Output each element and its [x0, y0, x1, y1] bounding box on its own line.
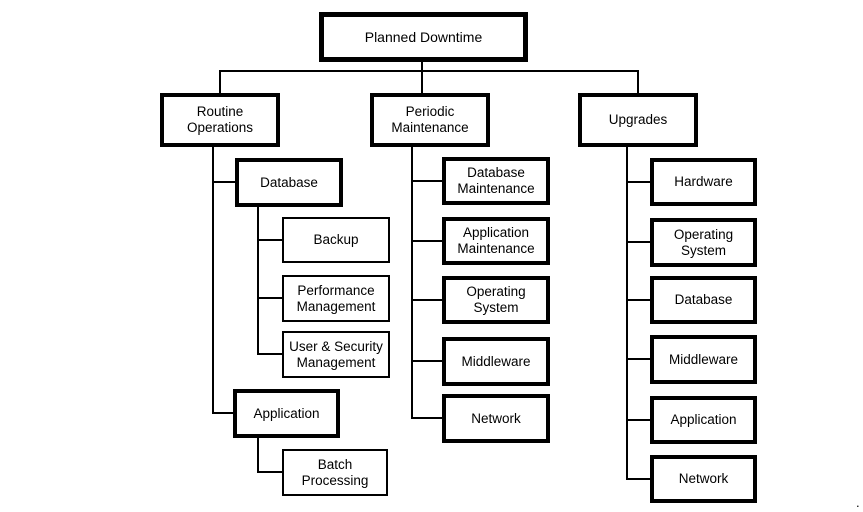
node-upgrade-network: Network: [650, 455, 757, 503]
node-label: Hardware: [674, 174, 733, 189]
connector-drop-upgrades: [637, 70, 639, 93]
connector-stub-hardware: [626, 181, 650, 183]
connector-stub-upgrade-network: [626, 478, 650, 480]
node-routine-operations: Routine Operations: [160, 93, 280, 147]
node-upgrade-database: Database: [650, 276, 757, 324]
node-hardware: Hardware: [650, 158, 757, 206]
stray-period-text: .: [856, 495, 860, 510]
node-label: Operating System: [673, 226, 734, 258]
node-label: Application Maintenance: [457, 225, 535, 256]
node-label: Upgrades: [608, 112, 668, 127]
connector-stub-operating-system: [411, 299, 442, 301]
connector-stub-database-maintenance: [411, 180, 442, 182]
node-label: User & Security Management: [289, 338, 383, 370]
node-upgrade-operating-system: Operating System: [650, 218, 757, 267]
node-upgrade-application: Application: [650, 396, 757, 444]
node-label: Planned Downtime: [364, 29, 483, 45]
node-label: Database: [674, 292, 733, 307]
connector-trunk-periodic: [411, 147, 413, 419]
node-database-maintenance: Database Maintenance: [442, 157, 550, 205]
node-label: Database: [260, 174, 318, 190]
connector-stub-database: [212, 181, 235, 183]
connector-stub-upgrade-operating-system: [626, 241, 650, 243]
connector-stub-network: [411, 417, 442, 419]
node-upgrades: Upgrades: [578, 93, 698, 147]
node-label: Application: [253, 405, 320, 421]
connector-drop-routine: [219, 70, 221, 93]
connector-stub-performance-management: [257, 297, 282, 299]
node-label: Network: [471, 410, 521, 426]
connector-root-drop: [421, 62, 423, 93]
connector-stub-application-maintenance: [411, 240, 442, 242]
node-network: Network: [442, 394, 550, 443]
node-performance-management: Performance Management: [282, 275, 390, 322]
connector-trunk-routine: [212, 147, 214, 414]
node-application-maintenance: Application Maintenance: [442, 217, 550, 265]
connector-subtrunk-database: [257, 207, 259, 355]
node-label: Batch Processing: [301, 456, 369, 488]
node-middleware: Middleware: [442, 337, 550, 386]
node-label: Middleware: [668, 351, 739, 367]
connector-stub-middleware: [411, 360, 442, 362]
node-planned-downtime: Planned Downtime: [319, 12, 528, 62]
connector-trunk-upgrades: [626, 147, 628, 480]
connector-stub-upgrade-middleware: [626, 358, 650, 360]
node-label: Network: [678, 471, 729, 486]
connector-stub-user-security-management: [257, 353, 282, 355]
node-label: Performance Management: [296, 282, 376, 314]
node-backup: Backup: [282, 217, 390, 263]
node-periodic-maintenance: Periodic Maintenance: [370, 93, 490, 147]
node-user-security-management: User & Security Management: [282, 331, 390, 378]
connector-top-rail: [219, 70, 639, 72]
node-upgrade-middleware: Middleware: [650, 335, 757, 384]
node-label: Database Maintenance: [457, 165, 535, 196]
connector-stub-batch-processing: [257, 471, 282, 473]
connector-subtrunk-application: [257, 438, 259, 473]
node-label: Application: [670, 412, 737, 427]
connector-stub-upgrade-database: [626, 299, 650, 301]
node-application: Application: [233, 389, 340, 438]
node-operating-system: Operating System: [442, 276, 550, 324]
node-label: Middleware: [461, 353, 531, 369]
node-label: Operating System: [466, 284, 526, 315]
node-label: Routine Operations: [186, 104, 254, 135]
node-label: Backup: [313, 232, 359, 247]
node-database: Database: [235, 158, 343, 207]
connector-stub-application: [212, 412, 233, 414]
node-batch-processing: Batch Processing: [282, 449, 388, 496]
connector-stub-backup: [257, 239, 282, 241]
node-label: Periodic Maintenance: [391, 104, 469, 135]
connector-stub-upgrade-application: [626, 419, 650, 421]
